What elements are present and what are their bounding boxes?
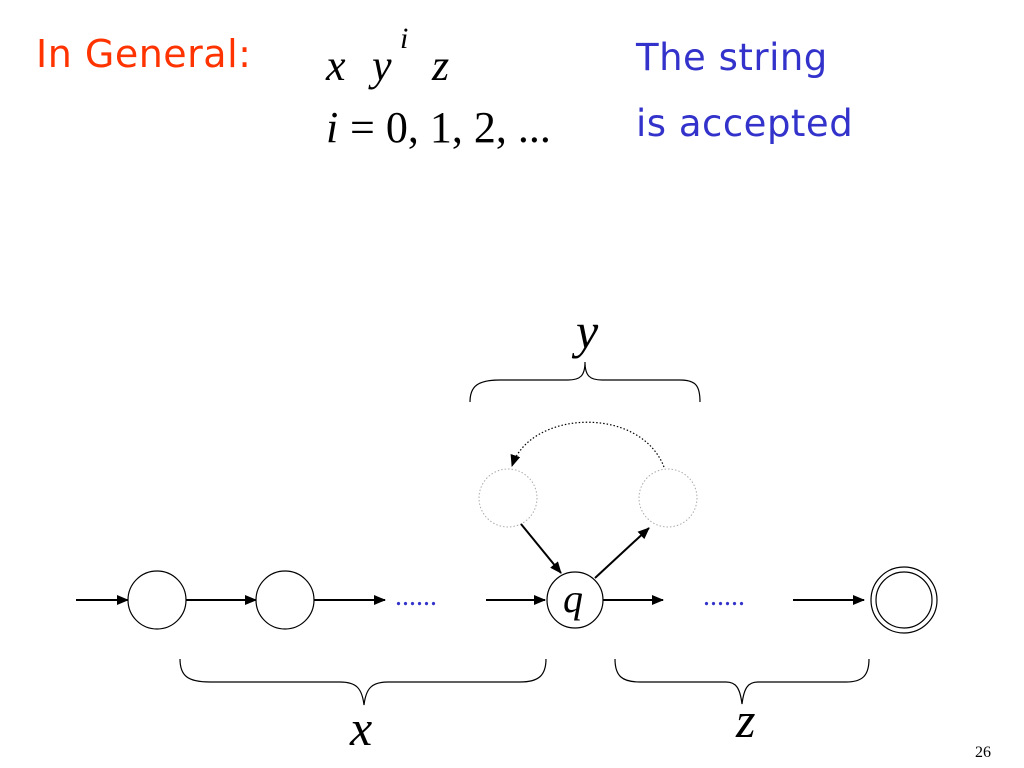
accept-state-inner [875,571,933,629]
ellipsis-left: ...... [395,581,437,612]
brace-x [179,658,547,706]
formula-z: z [432,41,450,90]
brace-y [469,361,701,403]
loop-arc-arrow [510,421,665,468]
loop-arrow-into-q [520,523,562,574]
page-number: 26 [975,744,991,761]
formula-exponent: i [400,22,409,55]
note-line-1: The string [636,36,828,79]
range-values: = 0, 1, 2, ... [350,103,551,152]
loop-arrow-out-of-q [594,527,650,579]
accept-state-outer [870,566,938,634]
slide-heading: In General: [36,32,252,76]
brace-z [614,658,870,705]
ellipsis-right: ...... [703,581,745,612]
loop-state-right [638,468,698,528]
loop-state-left [478,468,538,528]
formula-y: y [372,41,392,90]
state-1 [127,570,187,630]
state-q-label: q [563,576,583,621]
range-variable: i [326,103,339,152]
label-y: y [571,303,599,359]
state-2 [255,570,315,630]
formula-x: x [326,41,346,90]
label-x: x [349,700,372,756]
label-z: z [735,692,755,748]
note-line-2: is accepted [636,102,854,145]
